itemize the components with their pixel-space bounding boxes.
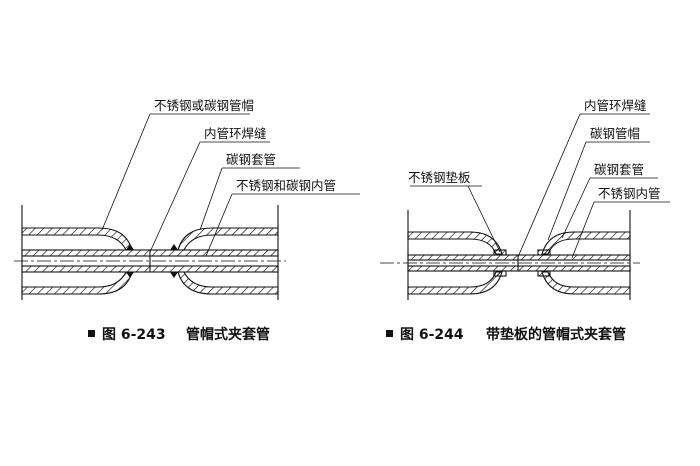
- cap-welds: [126, 244, 178, 278]
- caption-number-243: 图 6-243: [102, 327, 166, 343]
- label-carbon-steel-jacket-244: 碳钢套管: [594, 162, 644, 177]
- leaders-244: [410, 113, 670, 259]
- caption-title-244: 带垫板的管帽式夹套管: [486, 326, 626, 343]
- caption-number-244: 图 6-244: [400, 327, 464, 343]
- figure-244: 内管环焊缝 碳钢管帽 不锈钢垫板 碳钢套管 不锈钢内管 图 6-244 带垫板的…: [380, 98, 670, 343]
- figure-243: 不锈钢或碳钢管帽 内管环焊缝 碳钢套管 不锈钢和碳钢内管 图 6-243 管帽式…: [14, 98, 360, 343]
- inner-pipe: [14, 249, 286, 273]
- label-carbon-steel-jacket: 碳钢套管: [226, 152, 276, 167]
- label-stainless-or-carbon-cap: 不锈钢或碳钢管帽: [154, 98, 254, 113]
- label-inner-pipe-weld-244: 内管环焊缝: [584, 98, 647, 113]
- label-stainless-backing-plate: 不锈钢垫板: [408, 170, 471, 185]
- inner-pipe-244: [380, 254, 640, 272]
- label-inner-pipe-weld: 内管环焊缝: [204, 126, 267, 141]
- caption-bullet-icon: [88, 330, 95, 337]
- label-stainless-and-carbon-inner: 不锈钢和碳钢内管: [236, 178, 336, 193]
- caption-bullet-icon: [386, 330, 393, 337]
- caption-title-243: 管帽式夹套管: [186, 326, 270, 343]
- label-carbon-steel-cap: 碳钢管帽: [590, 126, 640, 141]
- leaders-243: [101, 113, 360, 257]
- label-stainless-inner-pipe: 不锈钢内管: [598, 186, 661, 201]
